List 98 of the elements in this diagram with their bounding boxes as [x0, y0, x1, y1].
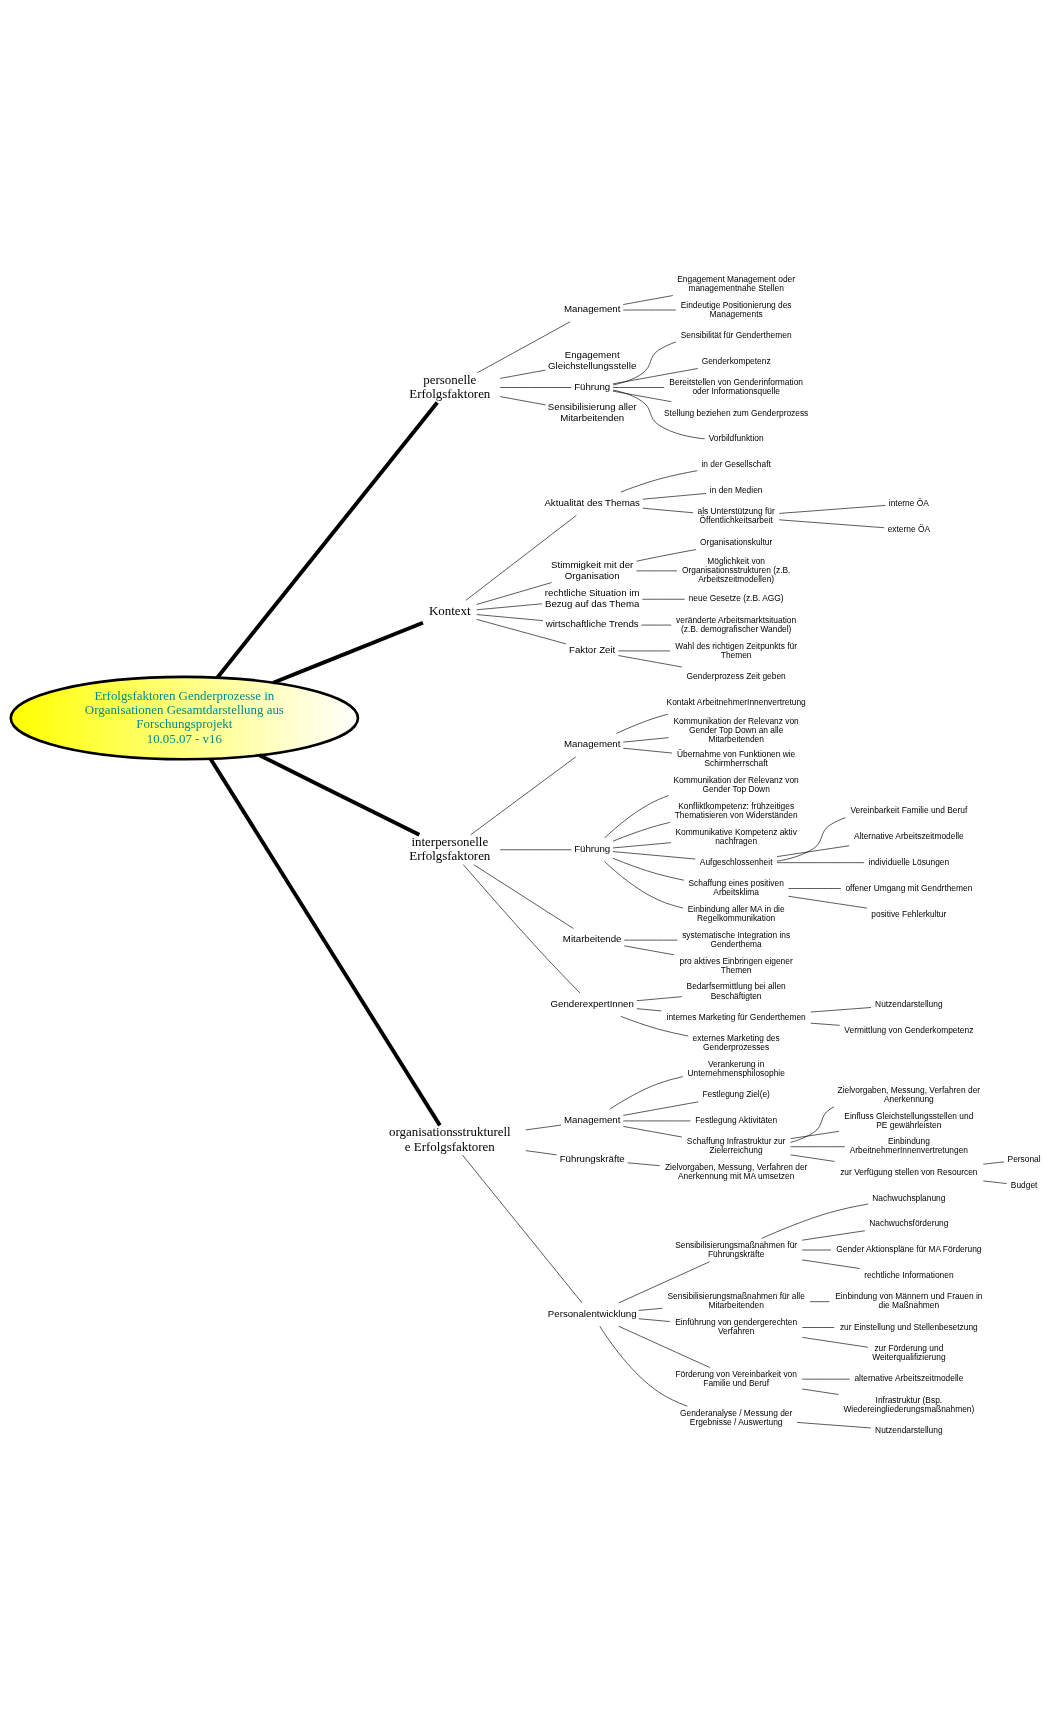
node-text: in der Gesellschaft: [701, 459, 771, 470]
node-text: Personal: [1007, 1153, 1041, 1164]
node-text: Organisationskultur: [700, 536, 773, 547]
node-text: in den Medien: [709, 484, 763, 495]
node-text: Förderung von Vereinbarkeit von Familie und Beruf: [675, 1368, 797, 1388]
node-text: Stimmigkeit mit der Organisation: [551, 558, 634, 581]
node-text: individuelle Lösungen: [868, 856, 950, 867]
node-text: Übernahme von Funktionen wie Schirmherrschaft: [677, 749, 796, 769]
node-text: alternative Arbeitszeitmodelle: [854, 1373, 964, 1384]
connector: [272, 620, 424, 685]
connector: [208, 757, 442, 1127]
node-text: rechtliche Situation im Bezug auf das Thema: [544, 587, 640, 610]
node-text: als Unterstützung für Öffentlichkeitsarbeit: [697, 506, 775, 526]
node-text: rechtliche Informationen: [864, 1270, 954, 1281]
connector: [612, 389, 706, 440]
node-text: Einbindung aller MA in die Regelkommunikation: [687, 903, 785, 924]
node-text: veränderte Arbeitsmarktsituation (z.B. demografischer Wandel): [676, 614, 797, 634]
connector: [612, 368, 699, 385]
node-text: Sensibilität für Genderthemen: [680, 330, 792, 341]
node-text: Festlegung Ziel(e): [702, 1089, 770, 1100]
node-text: Einbindung von Männern und Frauen in die Maßnahmen: [835, 1291, 983, 1311]
node-ellipse: Erfolgsfaktoren Genderprozesse in Organisationen Gesamtdarstellung aus Forschungsprojekt 10.05.07 - v16: [9, 675, 360, 761]
node-text: zur Einstellung und Stellenbesetzung: [839, 1321, 978, 1332]
node-text: Führung: [574, 843, 611, 855]
node-text: Einfluss Gleichstellungsstellen und PE gewährleisten: [844, 1110, 974, 1130]
node-text: Sensibilisierungsmaßnahmen für alle Mitarbeitenden: [667, 1291, 805, 1311]
node-text: wirtschaftliche Trends: [545, 618, 639, 630]
node-text: Möglichkeit von Organisationsstrukturen (z.B. Arbeitszeitmodellen): [681, 556, 791, 585]
node-text: zur Verfügung stellen von Resourcen: [840, 1166, 978, 1177]
node-text: Konfliktkompetenz: frühzeitiges Thematisieren von Widerständen: [674, 800, 798, 820]
node-text: Management: [563, 1114, 621, 1126]
connector: [258, 753, 421, 837]
node-text: Aktualität des Themas: [544, 496, 640, 508]
node-text: Kommunikation der Relevanz von Gender Top Down: [673, 774, 799, 794]
node-text: Schaffung eines positiven Arbeitsklima: [688, 878, 784, 898]
node-text: Nutzendarstellung: [875, 1424, 943, 1435]
node-text: internes Marketing für Genderthemen: [666, 1011, 806, 1022]
node-text: Nachwuchsplanung: [872, 1192, 946, 1203]
node-text: Genderanalyse / Messung der Ergebnisse / Auswertung: [680, 1407, 793, 1427]
node-text: positive Fehlerkultur: [871, 908, 947, 919]
node-text: Personalentwicklung: [547, 1307, 637, 1319]
node-text: Kommunikative Kompetenz aktiv nachfragen: [675, 826, 797, 846]
node-text: Vereinbarkeit Familie und Beruf: [850, 805, 968, 816]
node-text: Mitarbeitende: [562, 933, 622, 945]
node-text: Kontext: [429, 603, 471, 619]
node-text: Genderprozess Zeit geben: [686, 670, 786, 681]
node-text: Genderkompetenz: [701, 355, 771, 366]
node-text: Führungskräfte: [559, 1152, 625, 1164]
node-text: Eindeutige Positionierung des Managements: [680, 299, 792, 319]
node-text: Management: [563, 303, 621, 315]
node-text: Kommunikation der Relevanz von Gender Top Down an alle Mitarbeitenden: [673, 716, 799, 745]
node-text: Budget: [1010, 1179, 1038, 1190]
node-text: neue Gesetze (z.B. AGG): [688, 593, 784, 604]
node-text: Infrastruktur (Bsp. Wiedereingliederungsmaßnahmen): [843, 1394, 975, 1414]
connector: [776, 845, 850, 857]
node-text: GenderexpertInnen: [550, 997, 634, 1009]
node-text: Einbindung ArbeitnehmerInnenvertretungen: [849, 1136, 968, 1156]
node-text: Alternative Arbeitszeitmodelle: [853, 831, 964, 842]
node-text: Vermittlung von Genderkompetenz: [844, 1024, 974, 1035]
node-text: zur Förderung und Weiterqualifizierung: [872, 1343, 946, 1363]
node-text: systematische Integration ins Genderthema: [682, 929, 791, 949]
node-text: Wahl des richtigen Zeitpunkts für Themen: [675, 640, 797, 660]
node-text: Zielvorgaben, Messung, Verfahren der Anerkennung mit MA umsetzen: [664, 1162, 808, 1182]
node-text: Aufgeschlossenheit: [699, 856, 773, 867]
node-text: Einführung von gendergerechten Verfahren: [675, 1317, 798, 1337]
node-text: Sensibilisierung aller Mitarbeitenden: [547, 401, 637, 424]
node-text: Gender Aktionspläne für MA Förderung: [836, 1244, 982, 1255]
connector: [215, 401, 439, 679]
connector: [776, 817, 846, 862]
node-text: Bereitstellen von Genderinformation oder Informationsquelle: [669, 377, 803, 397]
node-text: externe ÖA: [887, 523, 931, 534]
connector: [790, 1131, 840, 1139]
node-text: Kontakt ArbeitnehmerInnenvertretung: [666, 696, 806, 707]
node-text: offener Umgang mit Gendrthemen: [845, 882, 973, 893]
node-text: Festlegung Aktivitäten: [695, 1115, 778, 1126]
node-text: Engagement Management oder managementnahe Stellen: [677, 273, 796, 293]
node-text: Management: [563, 738, 621, 750]
node-text: Stellung beziehen zum Genderprozess: [664, 407, 809, 418]
connector: [612, 341, 677, 386]
node-text: Verankerung in Unternehmensphilosophie: [687, 1058, 785, 1078]
node-text: Nutzendarstellung: [875, 998, 943, 1009]
node-text: organisationsstrukturelle Erfolgsfaktoren: [389, 1124, 511, 1154]
node-text: pro aktives Einbringen eigener Themen: [679, 955, 793, 975]
node-text: interne ÖA: [888, 497, 929, 508]
connector: [612, 390, 672, 403]
node-text: Engagement Gleichstellungsstelle: [548, 349, 637, 372]
node-text: Zielvorgaben, Messung, Verfahren der Anerkennung: [837, 1084, 981, 1104]
node-text: Schaffung Infrastruktur zur Zielerreichung: [686, 1136, 786, 1156]
connector: [790, 1106, 835, 1143]
node-text: Führung: [574, 380, 611, 392]
node-text: Faktor Zeit: [569, 644, 616, 656]
node-text: externes Marketing des Genderprozesses: [692, 1033, 780, 1053]
node-text: Nachwuchsförderung: [869, 1218, 949, 1229]
node-text: personelle Erfolgsfaktoren: [409, 371, 491, 401]
node-text: Vorbildfunktion: [708, 433, 764, 444]
node-text: Sensibilisierungsmaßnahmen für Führungskräfte: [675, 1239, 798, 1259]
node-text: interpersonelle Erfolgsfaktoren: [409, 833, 491, 864]
node-text: Bedarfsermittlung bei allen Beschäftigten: [686, 981, 786, 1001]
